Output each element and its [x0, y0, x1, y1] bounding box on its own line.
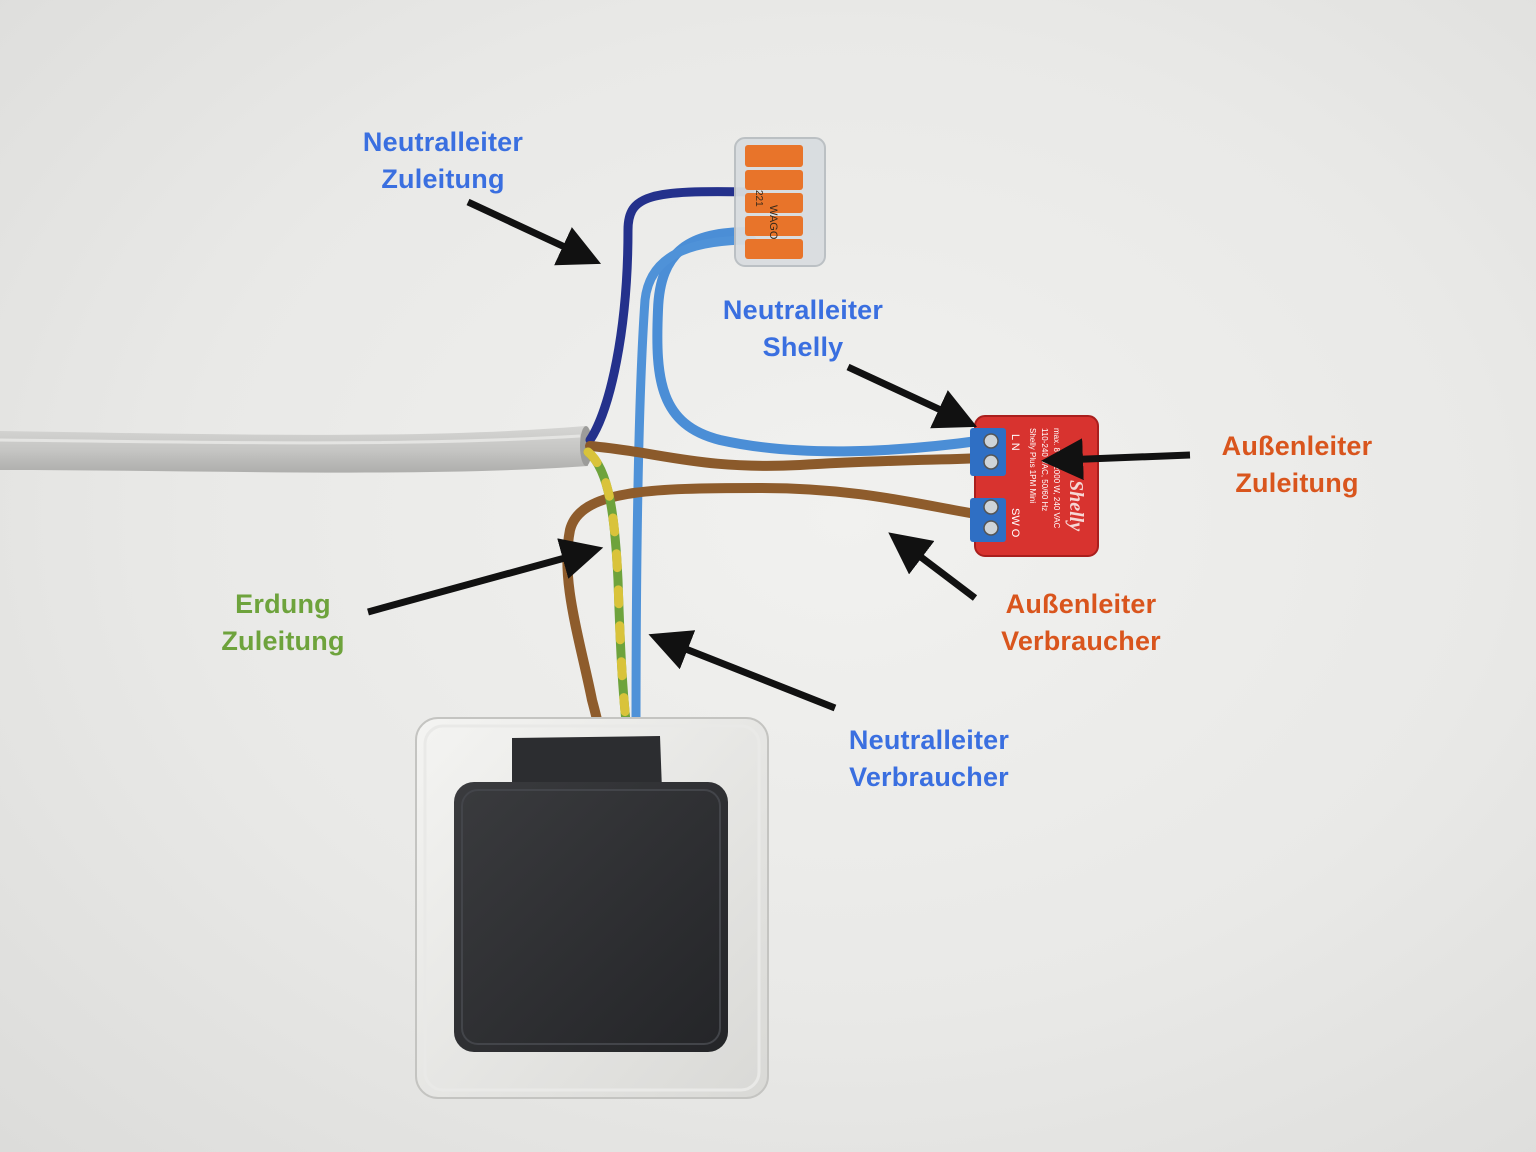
label-phase-load: Außenleiter Verbraucher	[1001, 589, 1161, 656]
svg-text:L N: L N	[1009, 434, 1021, 451]
svg-text:WAGO: WAGO	[767, 205, 779, 240]
svg-text:SW O: SW O	[1009, 508, 1021, 538]
wire-neutral-supply	[585, 187, 755, 445]
grey-cable	[0, 426, 592, 473]
label-neutral-load: Neutralleiter Verbraucher	[848, 725, 1010, 792]
svg-text:Shelly Plus 1PM Mini: Shelly Plus 1PM Mini	[1028, 428, 1037, 503]
wire-neutral-load	[631, 235, 757, 740]
arrow-icon	[466, 198, 602, 266]
wires	[562, 187, 990, 745]
arrow-icon	[888, 532, 978, 601]
wire-phase-load	[562, 482, 987, 745]
arrow-icon	[1041, 438, 1191, 481]
svg-text:110-240 VAC, 50/60 Hz: 110-240 VAC, 50/60 Hz	[1040, 428, 1049, 511]
label-earth-supply: Erdung Zuleitung	[221, 589, 345, 656]
label-phase-supply: Außenleiter Zuleitung	[1221, 431, 1373, 498]
shelly-relay: L N SW O Shelly Plus 1PM Mini 110-240 VA…	[970, 415, 1099, 557]
svg-text:Shelly: Shelly	[1065, 480, 1087, 531]
svg-text:max. 8 A / 2000 W, 240 VAC: max. 8 A / 2000 W, 240 VAC	[1052, 428, 1061, 529]
arrows	[367, 198, 1191, 712]
label-neutral-shelly: Neutralleiter Shelly	[722, 295, 884, 362]
arrow-icon	[648, 630, 837, 712]
arrow-icon	[846, 363, 978, 429]
arrow-icon	[367, 538, 604, 616]
wire-phase-supply	[585, 441, 990, 471]
label-neutral-supply: Neutralleiter Zuleitung	[362, 127, 524, 194]
socket-outlet	[415, 717, 769, 1099]
wago-connector: WAGO 221	[734, 137, 826, 267]
svg-text:221: 221	[753, 190, 764, 207]
